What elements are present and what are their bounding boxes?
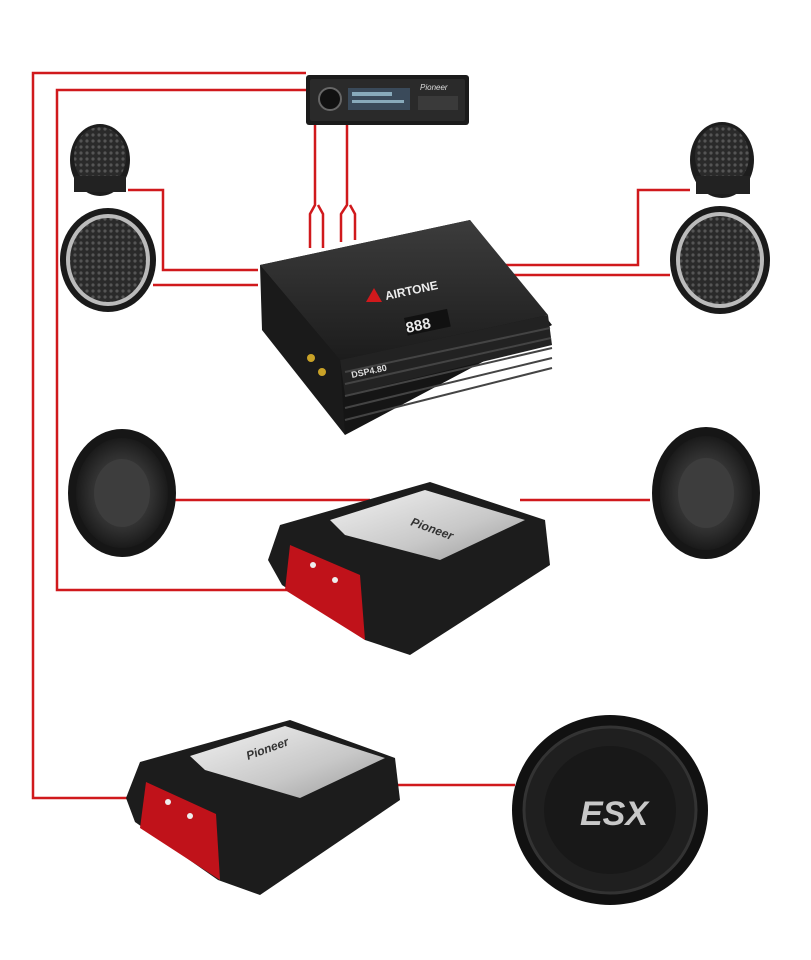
head-unit[interactable]: Pioneer [306, 75, 469, 125]
wire-headunit-to-dsp-a [308, 125, 317, 248]
wire-headunit-to-dsp-b [339, 125, 349, 242]
subwoofer: ESX [512, 715, 708, 905]
right-tweeter [690, 122, 754, 198]
dsp-processor[interactable]: AIRTONE 888 DSP4.80 [260, 220, 553, 435]
wire-headunit-to-midbass-amp [55, 88, 306, 592]
airtone-logo-icon [366, 288, 382, 302]
wire-headunit-to-sub-amp [31, 71, 306, 800]
wire-right-tweeter-to-dsp [497, 188, 690, 267]
left-tweeter [70, 124, 130, 196]
left-midrange-speaker [60, 208, 156, 312]
wire-headunit-to-dsp-b2 [348, 204, 357, 240]
left-midbass-speaker [68, 429, 176, 557]
volume-knob-icon [318, 87, 342, 111]
dsp-display: 888 [404, 315, 432, 337]
wire-left-tweeter-to-dsp [128, 188, 258, 272]
subwoofer-brand: ESX [580, 795, 650, 833]
right-midbass-speaker [652, 427, 760, 559]
midbass-amplifier[interactable]: Pioneer [268, 482, 550, 655]
head-unit-brand: Pioneer [420, 83, 448, 92]
display-icon [348, 88, 410, 110]
right-midrange-speaker [670, 206, 770, 314]
wires [31, 71, 690, 800]
subwoofer-amplifier[interactable]: Pioneer [126, 720, 400, 895]
wire-headunit-to-dsp-a2 [316, 204, 325, 248]
